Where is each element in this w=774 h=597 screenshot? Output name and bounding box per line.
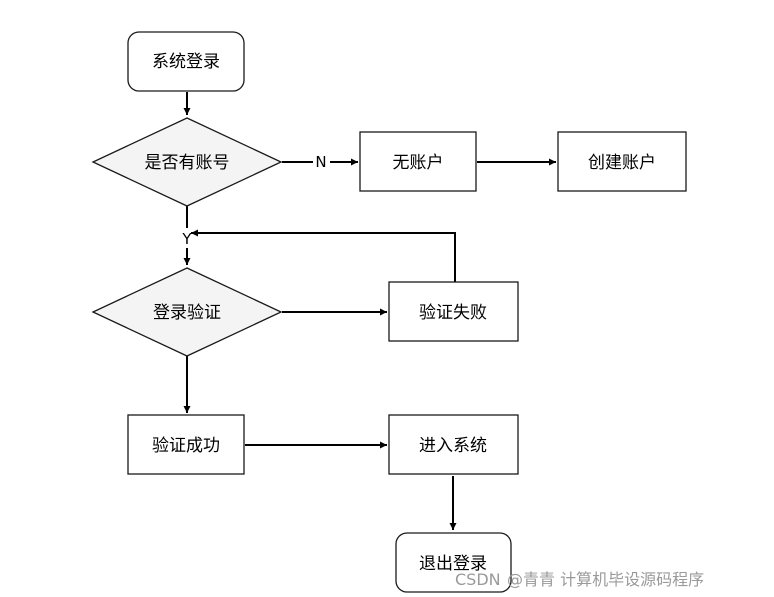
svg-text:无账户: 无账户 <box>393 153 444 173</box>
edge-label-no: N <box>315 153 326 171</box>
node-enter-system: 进入系统 <box>388 414 519 475</box>
svg-text:@青青 计算机毕设源码程序: @青青 计算机毕设源码程序 <box>507 570 704 589</box>
svg-text:进入系统: 进入系统 <box>419 436 487 456</box>
svg-text:验证成功: 验证成功 <box>152 436 220 456</box>
svg-text:是否有账号: 是否有账号 <box>145 153 230 173</box>
svg-text:验证失败: 验证失败 <box>419 303 487 323</box>
node-no-account: 无账户 <box>359 131 477 192</box>
node-system-login: 系统登录 <box>127 31 245 92</box>
node-login-verify-decision: 登录验证 <box>91 267 283 357</box>
svg-text:CSDN: CSDN <box>455 570 501 589</box>
edge-label-yes: Y <box>181 230 192 248</box>
svg-text:系统登录: 系统登录 <box>152 52 220 72</box>
svg-text:退出登录: 退出登录 <box>419 554 487 574</box>
csdn-watermark: CSDN @青青 计算机毕设源码程序 <box>455 570 704 589</box>
node-create-account: 创建账户 <box>557 131 687 192</box>
svg-text:登录验证: 登录验证 <box>153 303 221 323</box>
node-logout: 退出登录 <box>395 532 512 593</box>
node-verify-failed: 验证失败 <box>388 281 519 342</box>
edge-failed-back-to-verify <box>191 229 456 282</box>
node-verify-success: 验证成功 <box>127 414 245 475</box>
svg-text:创建账户: 创建账户 <box>588 153 656 173</box>
node-has-account-decision: 是否有账号 <box>91 117 283 207</box>
